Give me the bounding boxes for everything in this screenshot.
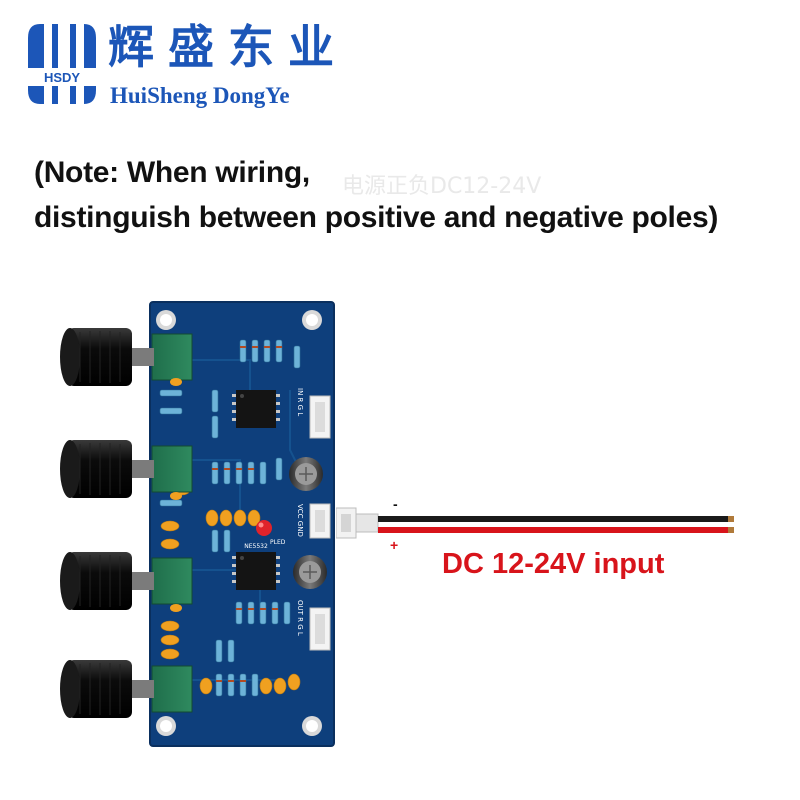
knob-1[interactable] bbox=[60, 328, 193, 386]
output-connector-label: OUT R G L bbox=[296, 600, 304, 636]
wiring-note-line-2: distinguish between positive and negativ… bbox=[34, 201, 719, 234]
input-connector-label: IN R G L bbox=[296, 388, 304, 416]
power-connector: VCC GND bbox=[296, 503, 331, 539]
logo-english-name: HuiSheng DongYe bbox=[110, 83, 290, 108]
op-amp-chip-1 bbox=[232, 390, 280, 428]
pcb-illustration: NE5532 PLED IN R G L VCC GND bbox=[60, 301, 335, 747]
power-led bbox=[256, 520, 272, 536]
led-silkscreen: PLED bbox=[270, 539, 286, 546]
logo-mark-text: HSDY bbox=[44, 70, 80, 85]
electrolytic-capacitor-2 bbox=[293, 555, 327, 589]
knob-3[interactable] bbox=[60, 552, 193, 612]
knob-4[interactable] bbox=[60, 660, 193, 718]
positive-wire bbox=[378, 527, 730, 533]
mounting-holes bbox=[156, 310, 322, 736]
output-connector: OUT R G L bbox=[296, 600, 331, 651]
power-cable bbox=[336, 507, 734, 539]
negative-wire bbox=[378, 516, 730, 522]
chip-marking: NE5532 bbox=[244, 543, 268, 550]
knob-2[interactable] bbox=[60, 440, 193, 500]
faint-overlay-text: 电源正负DC12-24V bbox=[342, 174, 542, 199]
negative-pole-mark: - bbox=[393, 496, 398, 512]
tone-control-board: NE5532 PLED IN R G L VCC GND bbox=[40, 290, 480, 760]
positive-pole-mark: + bbox=[390, 537, 399, 553]
logo-chinese-name: 辉盛东业 bbox=[108, 20, 348, 74]
input-connector: IN R G L bbox=[296, 388, 331, 439]
logo-mark-icon: HSDY bbox=[24, 24, 100, 104]
electrolytic-capacitor-1 bbox=[289, 457, 323, 491]
power-connector-label: VCC GND bbox=[296, 504, 304, 537]
resistor-bank bbox=[159, 339, 301, 697]
op-amp-chip-2: NE5532 bbox=[232, 543, 280, 590]
wiring-note-line-1: (Note: When wiring, bbox=[34, 156, 310, 189]
dc-input-label: DC 12-24V input bbox=[442, 548, 665, 580]
